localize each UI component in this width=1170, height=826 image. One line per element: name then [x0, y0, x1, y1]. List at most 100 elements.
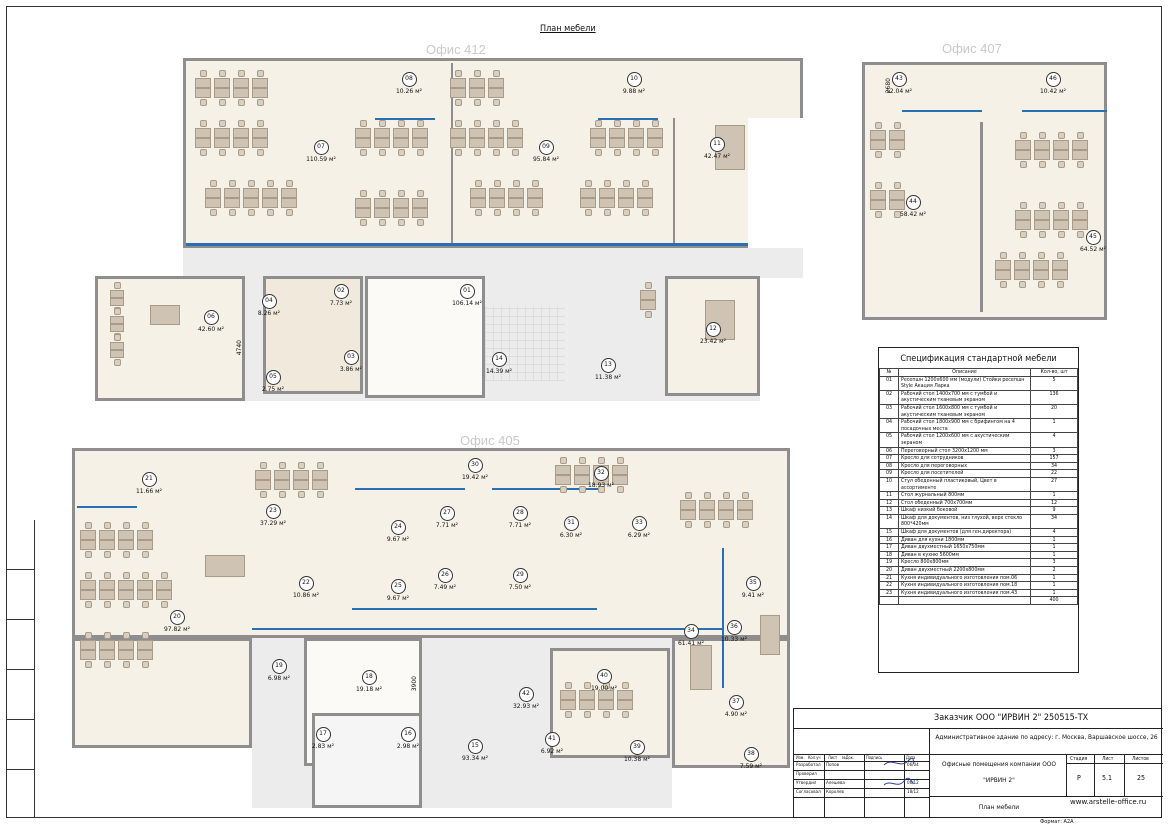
chair: [493, 70, 500, 77]
spec-row-desc: Рабочий стол 1800х900 мм с брифингом на …: [898, 418, 1031, 434]
room-area: 64.52 м²: [1079, 246, 1106, 253]
desk: [1053, 220, 1069, 230]
room-number: 15: [467, 739, 483, 754]
chair: [595, 149, 602, 156]
chair: [1057, 281, 1064, 288]
desk: [618, 198, 634, 208]
chair: [532, 209, 539, 216]
room-number: 09: [538, 140, 554, 155]
chair: [1058, 132, 1065, 139]
chair: [585, 209, 592, 216]
spec-row-no: 23: [879, 588, 899, 598]
stamp-role: Проверил: [796, 772, 817, 777]
chair: [455, 70, 462, 77]
spec-row-no: 16: [879, 535, 899, 545]
desk: [110, 316, 124, 324]
desk: [718, 510, 734, 520]
spec-row-no: 03: [879, 403, 899, 420]
chair: [560, 457, 567, 464]
chair: [1077, 202, 1084, 209]
desk: [488, 88, 504, 98]
chair: [238, 99, 245, 106]
desk: [1072, 210, 1088, 220]
desk: [205, 188, 221, 198]
desk: [1072, 140, 1088, 150]
room-number: 05: [265, 370, 281, 385]
desk: [262, 188, 278, 198]
spec-row-desc: Стол журнальный 800мм: [898, 491, 1031, 500]
chair: [104, 661, 111, 668]
chair: [248, 180, 255, 187]
spec-row-no: 17: [879, 543, 899, 552]
spec-row-desc: Диван в кухню 5600мм: [898, 550, 1031, 560]
chair: [493, 99, 500, 106]
spec-row-qty: 9: [1030, 506, 1078, 515]
room-area: 4.90 м²: [724, 711, 748, 718]
chair: [598, 486, 605, 493]
desk: [293, 480, 309, 490]
spec-row-qty: 3: [1030, 446, 1078, 456]
desk: [137, 530, 153, 540]
desk: [1033, 270, 1049, 280]
stamp-site: www.arstelle-office.ru: [1070, 798, 1147, 806]
room-area: 37.29 м²: [259, 520, 286, 527]
chair: [248, 209, 255, 216]
room-number: 14: [491, 352, 507, 367]
spec-header-no: №: [879, 368, 899, 377]
desk: [574, 465, 590, 475]
chair: [617, 486, 624, 493]
room-area: 19.42 м²: [461, 474, 488, 481]
chair: [875, 122, 882, 129]
chair: [1000, 281, 1007, 288]
spec-row-no: 15: [879, 528, 899, 537]
chair: [723, 492, 730, 499]
room-number: 18: [361, 670, 377, 685]
desk: [118, 580, 134, 590]
spec-row-desc: Диван двухместный 1650х750мм: [898, 543, 1031, 552]
desk: [699, 500, 715, 510]
stamp-sheet: 5.1: [1102, 774, 1113, 782]
chair: [379, 219, 386, 226]
desk: [1053, 140, 1069, 150]
desk: [243, 188, 259, 198]
spec-row-desc: Шкаф низкий боковой: [898, 506, 1031, 515]
desk: [507, 128, 523, 138]
desk: [214, 138, 230, 148]
chair: [417, 120, 424, 127]
spec-row-no: 11: [879, 491, 899, 500]
room-number: 30: [467, 458, 483, 473]
desk: [617, 700, 633, 710]
room-area: 6.29 м²: [627, 532, 651, 539]
room-area: 9.67 м²: [386, 595, 410, 602]
chair: [85, 572, 92, 579]
chair: [652, 120, 659, 127]
room-area: 19.00 м²: [590, 685, 617, 692]
chair: [1020, 132, 1027, 139]
desk: [412, 128, 428, 138]
room-area: 97.82 м²: [163, 626, 190, 633]
spec-row-desc: Шкаф для документов (для ген.директора): [898, 528, 1031, 537]
desk: [470, 188, 486, 198]
chair: [260, 462, 267, 469]
chair: [161, 572, 168, 579]
desk: [590, 128, 606, 138]
desk: [137, 650, 153, 660]
room-number: 03: [343, 350, 359, 365]
room-number: 23: [265, 504, 281, 519]
chair: [1039, 202, 1046, 209]
room-number: 32: [593, 466, 609, 481]
chair: [579, 457, 586, 464]
